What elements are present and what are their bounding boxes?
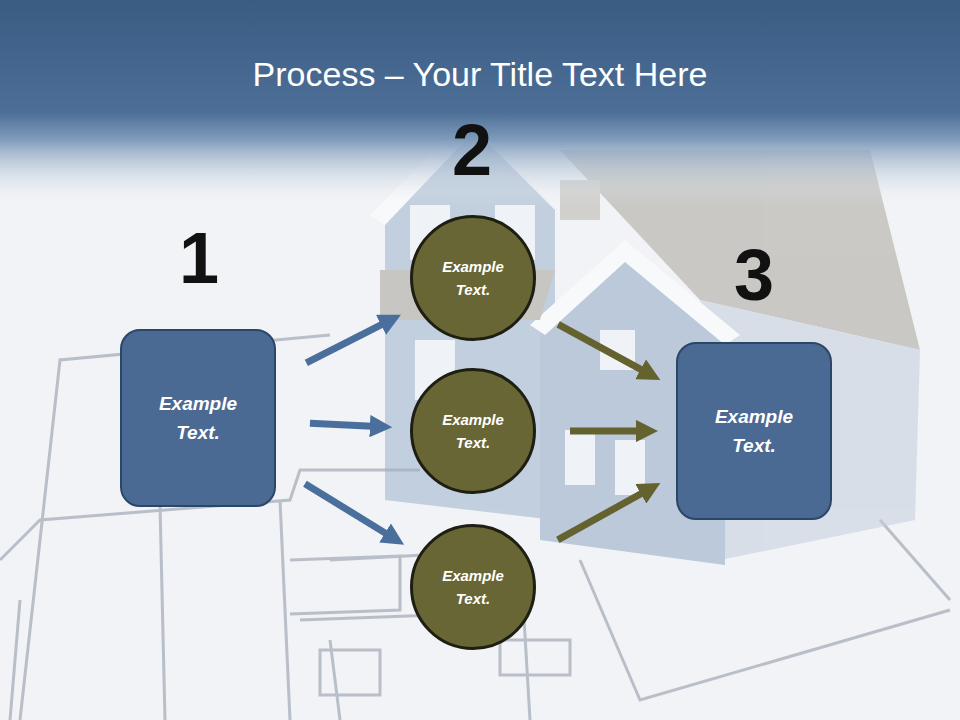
flow-arrow bbox=[305, 484, 387, 534]
step-number: 1 bbox=[179, 222, 219, 294]
circle-shape bbox=[412, 526, 535, 649]
slide-title: Process – Your Title Text Here bbox=[0, 52, 960, 96]
node-text: Example Text. bbox=[434, 408, 512, 454]
process-circle: Example Text. bbox=[410, 524, 536, 650]
floor-plan bbox=[160, 505, 165, 720]
circle-outline bbox=[410, 524, 536, 650]
process-box: Example Text. bbox=[120, 329, 276, 507]
process-circle: Example Text. bbox=[410, 215, 536, 341]
process-circle: Example Text. bbox=[410, 368, 536, 494]
flow-arrow bbox=[558, 493, 643, 540]
house-illustration bbox=[615, 440, 645, 495]
flow-arrow bbox=[558, 324, 642, 370]
floor-plan bbox=[280, 500, 290, 720]
process-box: Example Text. bbox=[676, 342, 832, 520]
step-number: 2 bbox=[452, 114, 492, 186]
node-text: Example Text. bbox=[697, 402, 812, 460]
node-text: Example Text. bbox=[434, 564, 512, 610]
step-number: 3 bbox=[734, 239, 774, 311]
floor-plan bbox=[500, 640, 570, 675]
flow-arrow bbox=[570, 428, 638, 435]
header-band bbox=[0, 0, 960, 205]
flow-arrow bbox=[306, 324, 383, 363]
floor-plan bbox=[330, 640, 340, 720]
floor-plan bbox=[880, 520, 950, 600]
house-illustration bbox=[565, 430, 595, 485]
floor-plan bbox=[10, 600, 20, 720]
circle-outline bbox=[410, 368, 536, 494]
flow-arrow bbox=[310, 423, 372, 426]
circle-shape bbox=[412, 217, 535, 340]
floor-plan bbox=[290, 556, 400, 614]
node-text: Example Text. bbox=[141, 389, 256, 447]
floor-plan bbox=[320, 650, 380, 695]
circle-outline bbox=[410, 215, 536, 341]
node-text: Example Text. bbox=[434, 255, 512, 301]
floor-plan bbox=[580, 560, 950, 700]
circle-shape bbox=[412, 370, 535, 493]
